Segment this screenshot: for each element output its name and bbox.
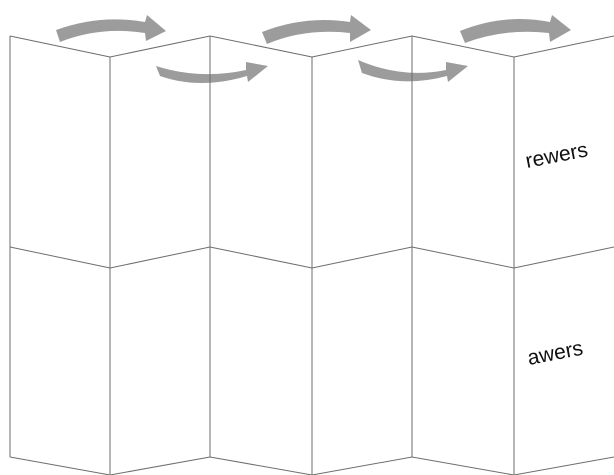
fold-arrow-icon xyxy=(460,15,571,43)
fold-arrows xyxy=(56,15,571,83)
top-edge xyxy=(9,35,614,58)
fold-arrow-icon xyxy=(156,62,268,83)
back-side-label: rewers xyxy=(524,138,590,173)
front-side-label: awers xyxy=(526,337,585,370)
fold-arrow-icon xyxy=(262,15,371,44)
fold-arrow-icon xyxy=(358,60,468,82)
fold-arrow-icon xyxy=(56,15,166,42)
leaflet-panels xyxy=(9,35,614,475)
